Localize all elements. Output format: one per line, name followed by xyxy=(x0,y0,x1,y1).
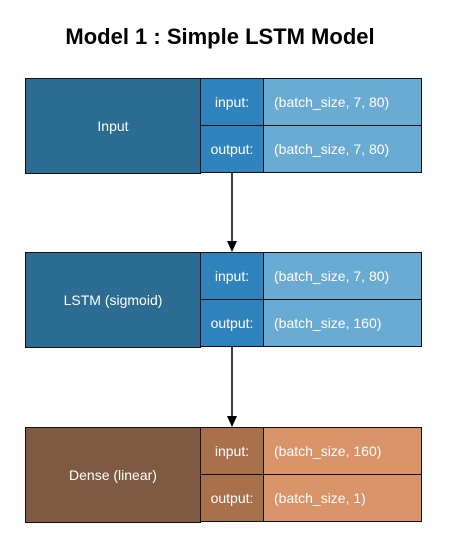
input-label: input: xyxy=(200,427,264,475)
layer-name: Dense (linear) xyxy=(25,427,201,523)
layer-lstm: LSTM (sigmoid) input: (batch_size, 7, 80… xyxy=(25,252,422,348)
layer-input: Input input: (batch_size, 7, 80) output:… xyxy=(25,78,422,174)
output-label: output: xyxy=(200,474,264,522)
input-shape: (batch_size, 7, 80) xyxy=(263,78,422,126)
output-shape: (batch_size, 160) xyxy=(263,299,422,347)
output-shape: (batch_size, 7, 80) xyxy=(263,125,422,173)
input-shape: (batch_size, 160) xyxy=(263,427,422,475)
input-label: input: xyxy=(200,78,264,126)
input-shape: (batch_size, 7, 80) xyxy=(263,252,422,300)
output-label: output: xyxy=(200,299,264,347)
output-label: output: xyxy=(200,125,264,173)
layer-name: LSTM (sigmoid) xyxy=(25,252,201,348)
arrow-lstm-to-dense xyxy=(227,347,237,427)
input-label: input: xyxy=(200,252,264,300)
layer-dense: Dense (linear) input: (batch_size, 160) … xyxy=(25,427,422,523)
layer-name: Input xyxy=(25,78,201,174)
output-shape: (batch_size, 1) xyxy=(263,474,422,522)
arrow-input-to-lstm xyxy=(227,173,237,252)
diagram-title: Model 1 : Simple LSTM Model xyxy=(65,24,375,49)
